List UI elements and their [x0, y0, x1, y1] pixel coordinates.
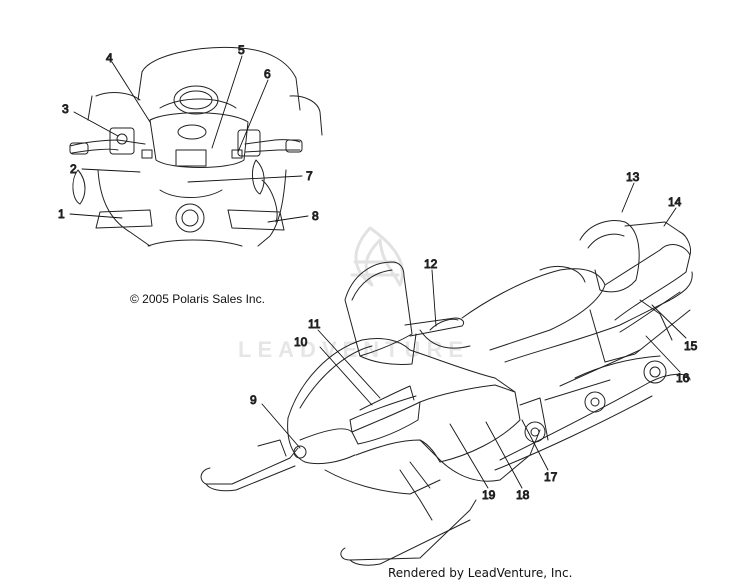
callout-3: 3 — [62, 102, 69, 116]
callout-13: 13 — [626, 170, 640, 184]
callout-11: 11 — [308, 317, 321, 331]
callout-16: 16 — [676, 371, 690, 385]
watermark-text: LEADVENTURE — [238, 337, 470, 362]
watermark-logo — [350, 226, 404, 287]
copyright-text: © 2005 Polaris Sales Inc. — [130, 292, 265, 306]
callout-18: 18 — [516, 488, 530, 502]
callout-10: 10 — [294, 335, 308, 349]
callout-15: 15 — [684, 339, 698, 353]
callout-labels: 1 2 3 4 5 6 7 8 9 10 11 12 13 14 15 16 1… — [58, 43, 699, 503]
callout-1: 1 — [58, 207, 65, 221]
callout-8: 8 — [312, 209, 319, 223]
snowmobile-main — [200, 220, 693, 566]
callout-leaders — [69, 55, 687, 489]
callout-12: 12 — [424, 257, 438, 271]
callout-5: 5 — [238, 43, 245, 57]
callout-7: 7 — [306, 169, 313, 183]
callout-9: 9 — [250, 393, 257, 407]
handlebar-inset — [69, 46, 323, 247]
callout-2: 2 — [70, 162, 77, 176]
callout-14: 14 — [668, 195, 682, 209]
callout-4: 4 — [106, 51, 113, 65]
callout-19: 19 — [482, 488, 496, 502]
rendered-by-text: Rendered by LeadVenture, Inc. — [388, 566, 573, 580]
callout-6: 6 — [264, 67, 271, 81]
callout-17: 17 — [544, 470, 558, 484]
